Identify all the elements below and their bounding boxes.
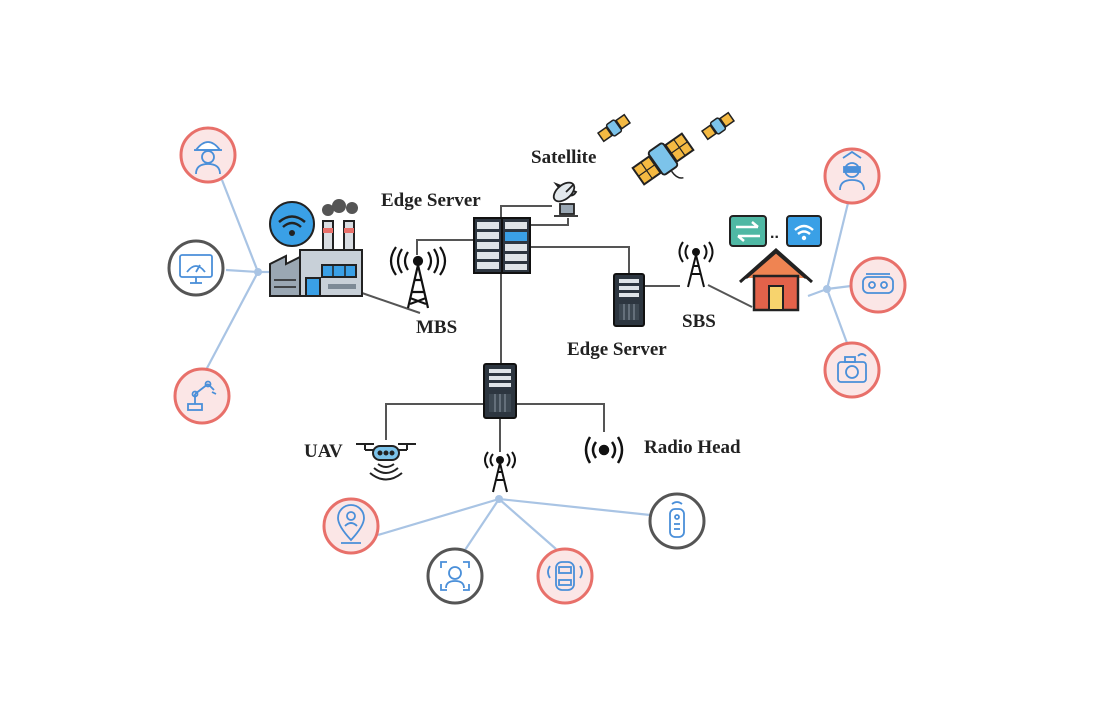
vr-headset-icon: [862, 273, 894, 294]
satellite-icon: [596, 113, 632, 143]
face-scan-icon: [440, 561, 470, 591]
device-worker: [179, 126, 237, 184]
wire-rack-uav: [385, 403, 485, 440]
wire-dish-down: [531, 218, 569, 226]
device-links: [205, 179, 852, 551]
factory-wifi-icon: [269, 199, 363, 297]
smart-camera-icon: [837, 353, 867, 383]
satellite-dish-icon: [552, 181, 578, 217]
smart-home-icon: ..: [729, 215, 822, 312]
cell-tower-icon-sbs: [678, 241, 714, 288]
cell-tower-icon: [389, 246, 447, 309]
dashboard-monitor-icon: [179, 254, 213, 284]
device-robot: [173, 367, 231, 425]
transfer-icon: [729, 215, 767, 247]
house-icon: [739, 247, 813, 312]
worker-icon: [194, 141, 222, 175]
satellite-icon-small: [700, 111, 736, 141]
backbone-wires: [361, 205, 753, 452]
wire-server-edge: [531, 246, 630, 275]
robot-arm-icon: [187, 380, 217, 411]
location-user-icon: [337, 504, 365, 544]
dots: ..: [770, 225, 779, 242]
label-edge-server-main: Edge Server: [381, 190, 481, 211]
wifi-icon: [786, 215, 822, 247]
autonomous-car-icon: [547, 561, 583, 591]
hub-home: [823, 285, 831, 293]
hub-factory: [254, 268, 262, 276]
server-rack-edge: [613, 273, 645, 327]
hub-ground: [495, 495, 503, 503]
wire-factory-mbs: [361, 292, 421, 314]
remote-control-icon: [669, 501, 685, 538]
cell-tower-icon-lower: [484, 451, 516, 493]
device-face-scan: [426, 547, 484, 605]
server-rack-lower: [483, 363, 517, 419]
device-vr-headset: [849, 256, 907, 314]
link-hubs: [254, 268, 831, 503]
device-remote: [648, 492, 706, 550]
device-car: [536, 547, 594, 605]
drone-icon: [356, 443, 416, 481]
wire-sbs-house: [707, 284, 753, 308]
radio-head-icon: [584, 436, 624, 464]
label-uav: UAV: [304, 441, 343, 462]
label-sbs: SBS: [682, 311, 716, 332]
label-satellite: Satellite: [531, 147, 596, 168]
satellite-icon-large: [631, 132, 695, 186]
label-radio-head: Radio Head: [644, 437, 741, 458]
vr-person-icon: [839, 150, 865, 191]
label-edge-server-sbs: Edge Server: [567, 339, 667, 360]
wire-rack-radio: [515, 403, 605, 432]
device-camera: [823, 341, 881, 399]
device-location: [322, 497, 380, 555]
wire-mbs-server: [416, 239, 475, 255]
device-vr-person: [823, 147, 881, 205]
server-rack-main: [473, 217, 531, 274]
wire-server-dish: [500, 205, 552, 218]
label-mbs: MBS: [416, 317, 457, 338]
device-monitor: [167, 239, 225, 297]
